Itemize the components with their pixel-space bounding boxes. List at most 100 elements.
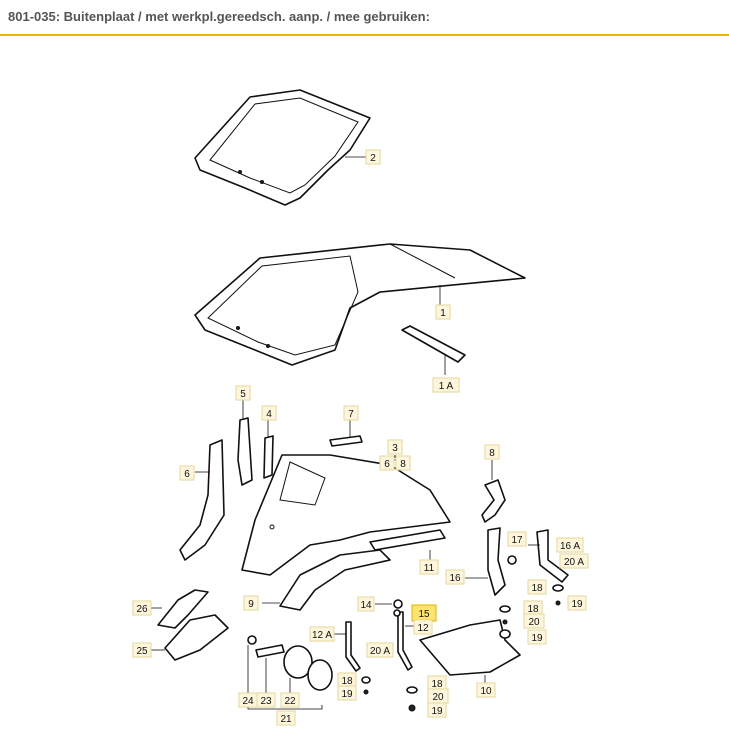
label-15[interactable]: 15	[411, 604, 437, 622]
label-16: 16	[445, 569, 465, 585]
label-16a: 16 A	[556, 537, 584, 553]
part-7	[329, 435, 363, 447]
label-text: 18	[531, 583, 543, 594]
part-17	[507, 555, 517, 565]
label-box	[309, 626, 335, 642]
label-text: 12	[417, 623, 429, 634]
part-16a	[536, 529, 569, 583]
part-labels: 2 1 1 A 5 4 7 3 6 8 6 8 11 16 A 17 20 A …	[132, 149, 589, 726]
label-box	[387, 439, 403, 455]
label-11: 11	[419, 559, 439, 575]
label-text: 26	[136, 604, 148, 615]
label-box	[395, 455, 411, 471]
label-text: 19	[571, 599, 583, 610]
label-text: 5	[240, 389, 246, 400]
label-box	[132, 600, 152, 616]
label-18-mid: 18	[523, 600, 543, 616]
label-text: 20 A	[564, 557, 584, 568]
label-19-mid: 19	[527, 629, 547, 645]
part-fuel-filler	[157, 589, 333, 691]
page-title: 801-035: Buitenplaat / met werkpl.gereed…	[8, 9, 430, 24]
part-rear-window-frame	[194, 89, 371, 206]
label-text: 19	[531, 633, 543, 644]
label-box	[432, 377, 460, 393]
label-text: 11	[424, 563, 435, 574]
label-19-right: 19	[567, 595, 587, 611]
label-text: 17	[511, 535, 523, 546]
label-text: 21	[280, 714, 292, 725]
label-text: 16 A	[560, 541, 580, 552]
part-pillar-5	[237, 417, 253, 486]
fasteners	[361, 584, 564, 712]
label-5: 5	[235, 385, 251, 401]
label-text: 14	[360, 600, 372, 611]
label-18-right: 18	[527, 579, 547, 595]
label-box	[366, 642, 394, 658]
label-text: 16	[449, 573, 461, 584]
label-text: 20 A	[370, 646, 390, 657]
label-text: 15	[418, 609, 430, 620]
label-box	[337, 685, 357, 701]
part-16	[487, 527, 506, 596]
label-box	[280, 692, 300, 708]
label-text: 20	[432, 692, 444, 703]
label-box	[567, 595, 587, 611]
label-box	[527, 579, 547, 595]
label-text: 6	[184, 469, 190, 480]
label-18-lower: 18	[427, 675, 447, 691]
label-text: 9	[248, 599, 254, 610]
leader-lines	[150, 156, 540, 710]
label-7: 7	[343, 405, 359, 421]
label-24: 24	[238, 692, 258, 708]
label-box	[484, 444, 500, 460]
label-box	[179, 465, 195, 481]
label-box	[527, 629, 547, 645]
label-25: 25	[132, 642, 152, 658]
part-12	[397, 611, 413, 671]
label-text: 18	[527, 604, 539, 615]
label-text: 4	[266, 409, 272, 420]
label-1a: 1 A	[432, 377, 460, 393]
label-box	[476, 682, 496, 698]
label-box	[243, 595, 259, 611]
label-box	[261, 405, 277, 421]
label-3-6: 6	[379, 455, 395, 471]
label-6: 6	[179, 465, 195, 481]
label-text: 1	[440, 308, 446, 319]
label-18-lower-left: 18	[337, 672, 357, 688]
part-pillar-4	[263, 435, 274, 479]
label-23: 23	[256, 692, 276, 708]
part-roof-strip	[401, 325, 466, 363]
label-box	[343, 405, 359, 421]
part-15	[393, 609, 401, 617]
label-text: 8	[400, 459, 406, 470]
label-3-8: 8	[395, 455, 411, 471]
part-11	[369, 529, 446, 551]
part-roof	[194, 243, 526, 366]
label-box	[357, 596, 375, 612]
label-26: 26	[132, 600, 152, 616]
label-box	[413, 619, 433, 635]
label-4: 4	[261, 405, 277, 421]
label-box	[379, 455, 395, 471]
label-9: 9	[243, 595, 259, 611]
label-box	[235, 385, 251, 401]
label-text: 18	[431, 679, 443, 690]
exploded-parts-diagram: 2 1 1 A 5 4 7 3 6 8 6 8 11 16 A 17 20 A …	[132, 89, 589, 726]
label-text: 24	[242, 696, 254, 707]
label-box	[256, 692, 276, 708]
label-box	[445, 569, 465, 585]
label-1: 1	[435, 304, 451, 320]
label-12: 12	[413, 619, 433, 635]
label-17: 17	[507, 531, 527, 547]
part-wheel-arch	[279, 549, 391, 611]
label-box	[132, 642, 152, 658]
label-box	[276, 710, 296, 726]
label-19-lower: 19	[427, 702, 447, 718]
label-box	[507, 531, 527, 547]
label-text: 1 A	[439, 381, 454, 392]
part-10	[419, 619, 521, 676]
label-12a: 12 A	[309, 626, 335, 642]
label-14: 14	[357, 596, 375, 612]
label-10: 10	[476, 682, 496, 698]
